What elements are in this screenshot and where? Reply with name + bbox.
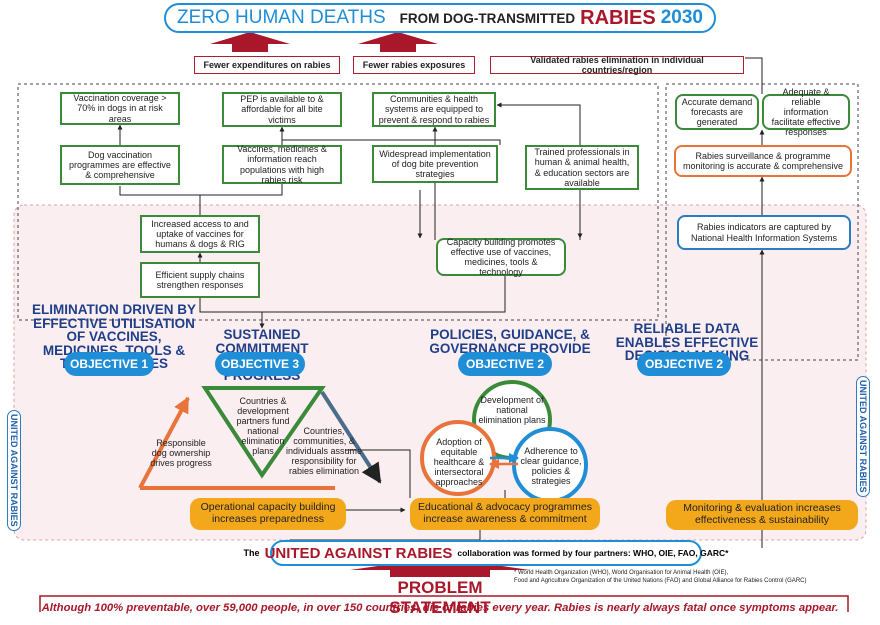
collaboration-bar: The UNITED AGAINST RABIES collaboration … <box>244 540 728 566</box>
box-surveillance: Rabies surveillance & programme monitori… <box>674 145 852 177</box>
collab-rest: collaboration was formed by four partner… <box>457 548 729 558</box>
problem-arrow <box>350 557 530 577</box>
problem-bracket <box>39 595 849 612</box>
side-label-right: UNITED AGAINST RABIES <box>856 376 870 497</box>
box-indicators: Rabies indicators are captured by Nation… <box>677 215 851 250</box>
outcomes-region <box>17 83 659 321</box>
problem-title: PROBLEM STATEMENT <box>389 578 491 617</box>
triangle-responsibility-text: Countries, communities, & individuals as… <box>285 426 363 477</box>
box-vaccination-coverage: Vaccination coverage > 70% in dogs in at… <box>60 92 180 125</box>
objective-1-pill: OBJECTIVE 1 <box>64 352 154 376</box>
cycle-development-text: Development of national elimination plan… <box>478 395 546 426</box>
footnote: * World Health Organization (WHO), World… <box>514 570 844 586</box>
box-adequate-info: Adequate & reliable information facilita… <box>762 87 850 137</box>
box-dog-vaccination-programmes: Dog vaccination programmes are effective… <box>60 145 180 185</box>
triangle-left-arrow <box>138 396 190 489</box>
box-trained-professionals: Trained professionals in human & animal … <box>525 145 639 190</box>
outcome-fewer-exposures: Fewer rabies exposures <box>353 56 475 74</box>
pill-educational: Educational & advocacy programmes increa… <box>410 498 600 530</box>
banner-year: 2030 <box>660 7 703 28</box>
pill-monitoring: Monitoring & evaluation increases effect… <box>666 500 858 530</box>
pill-operational: Operational capacity building increases … <box>190 498 346 530</box>
box-bite-prevention: Widespread implementation of dog bite pr… <box>372 145 498 183</box>
box-communities-equipped: Communities & health systems are equippe… <box>372 92 496 127</box>
triangle-outline <box>201 386 326 479</box>
side-label-left: UNITED AGAINST RABIES <box>7 410 21 531</box>
box-accurate-demand: Accurate demand forecasts are generated <box>675 94 759 130</box>
objective-3-pill: OBJECTIVE 3 <box>215 352 305 376</box>
arrow-to-banner-mid <box>358 32 438 52</box>
outcome-validated: Validated rabies elimination in individu… <box>490 55 744 75</box>
collab-the: The <box>243 548 260 558</box>
arrow-to-banner-left <box>210 32 290 52</box>
triangle-ownership-text: Responsible dog ownership drives progres… <box>150 438 212 469</box>
banner-rabies: RABIES <box>580 6 656 29</box>
box-pep-available: PEP is available to & affordable for all… <box>222 92 342 127</box>
triangle-right-arrow <box>320 390 382 484</box>
objective-2-pill-data: OBJECTIVE 2 <box>637 352 731 376</box>
banner-mid: FROM DOG-TRANSMITTED <box>399 10 576 26</box>
box-capacity-building: Capacity building promotes effective use… <box>436 237 566 277</box>
footnote-line-1: * World Health Organization (WHO), World… <box>514 570 729 576</box>
cycle-adoption-text: Adoption of equitable healthcare & inter… <box>433 437 485 488</box>
banner: ZERO HUMAN DEATHS FROM DOG-TRANSMITTED R… <box>164 3 716 33</box>
box-vaccines-reach: Vaccines, medicines & information reach … <box>222 144 342 185</box>
box-increased-access: Increased access to and uptake of vaccin… <box>140 215 260 253</box>
outcome-fewer-expenditures: Fewer expenditures on rabies <box>194 56 340 74</box>
banner-left: ZERO HUMAN DEATHS <box>176 7 386 28</box>
problem-text: Although 100% preventable, over 59,000 p… <box>41 602 839 614</box>
objective-2-pill-policies: OBJECTIVE 2 <box>458 352 552 376</box>
collab-uar: UNITED AGAINST RABIES <box>264 544 453 562</box>
triangle-fund-text: Countries & development partners fund na… <box>236 396 290 457</box>
cycle-adherence-text: Adherence to clear guidance, policies & … <box>520 446 582 487</box>
footnote-line-2: Food and Agriculture Organization of the… <box>514 577 807 584</box>
box-supply-chains: Efficient supply chains strengthen respo… <box>140 262 260 298</box>
